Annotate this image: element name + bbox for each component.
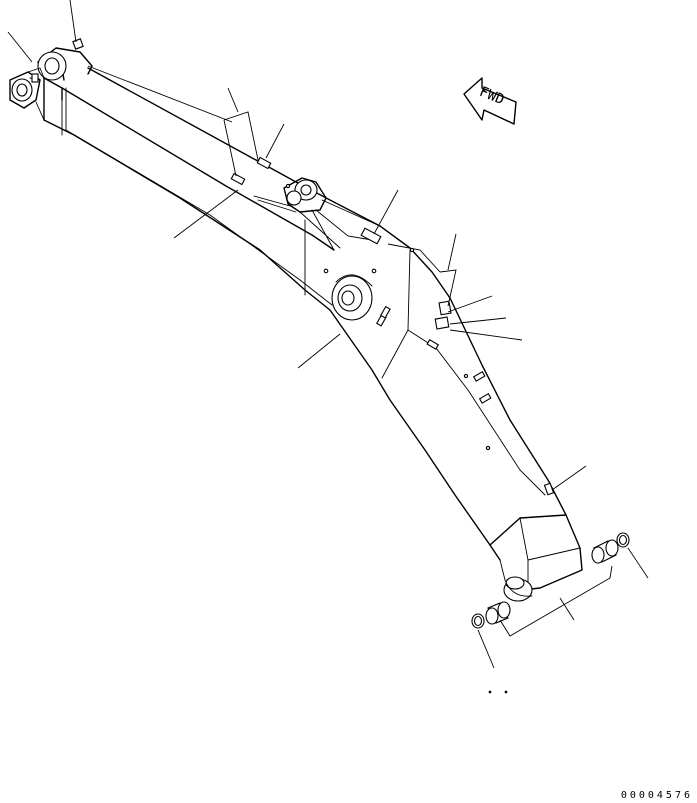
fwd-arrow-icon: FWD (463, 77, 517, 125)
fwd-label: FWD (477, 84, 506, 108)
boom-pads (230, 156, 555, 496)
center-pivot-boss (331, 274, 373, 321)
cylinder-bracket (253, 177, 381, 251)
boom-foot-bracket (9, 38, 93, 121)
drawing-number: 00004576 (620, 790, 693, 801)
boom-body (43, 67, 583, 602)
leader-lines (7, 0, 649, 694)
tip-bushings (471, 532, 630, 629)
